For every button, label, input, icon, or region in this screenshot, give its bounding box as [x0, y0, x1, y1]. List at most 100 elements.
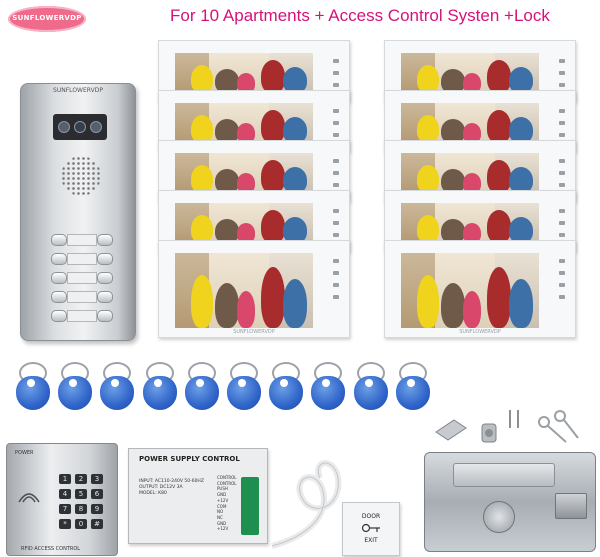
monitor-button-icon — [559, 259, 565, 263]
family-figure — [463, 223, 481, 243]
psu-terminal-label: +12V — [217, 497, 229, 503]
psu-terminal-label: CONTROL — [217, 480, 237, 486]
monitor-button-icon — [333, 109, 339, 113]
spacer — [81, 234, 91, 244]
rfid-keyfob — [394, 362, 432, 412]
keypad-key: * — [59, 519, 71, 529]
speaker-grill — [61, 156, 101, 196]
rfid-keyfob — [141, 362, 179, 412]
call-button — [97, 310, 113, 322]
lock-cylinder-icon — [481, 423, 497, 443]
lock-accessories — [435, 410, 579, 443]
keyfob-hole — [322, 379, 331, 387]
family-figure — [191, 114, 213, 143]
call-button — [51, 253, 67, 265]
keyfob-hole — [280, 379, 289, 387]
name-tag — [67, 253, 97, 265]
psu-terminal-label: CONTROL — [217, 475, 237, 480]
monitor-button-icon — [559, 295, 565, 299]
spacer — [81, 253, 91, 263]
door-station-brand: SUNFLOWERVDP — [53, 87, 103, 94]
monitor-button-icon — [333, 83, 339, 87]
monitor-brand: SUNFLOWERVDP — [459, 329, 501, 335]
key-icon — [361, 523, 380, 533]
indoor-monitor — [158, 90, 350, 152]
monitor-button-icon — [333, 209, 339, 213]
family-figure — [261, 267, 285, 328]
family-figure — [487, 210, 511, 243]
keypad-key: 9 — [91, 504, 103, 514]
electric-rim-lock — [424, 452, 596, 552]
monitor-button-icon — [333, 59, 339, 63]
name-tag — [67, 234, 97, 246]
monitor-button-icon — [333, 121, 339, 125]
keyfob-hole — [238, 379, 246, 387]
family-figure — [261, 110, 285, 143]
family-figure — [463, 73, 481, 93]
family-figure — [417, 64, 439, 93]
keyfob-hole — [195, 379, 204, 387]
monitor-button-icon — [559, 183, 565, 187]
keypad-key: 7 — [59, 504, 71, 514]
keypad-key: 2 — [75, 474, 87, 484]
keypad-key: # — [91, 519, 103, 529]
keypad-key: 6 — [91, 489, 103, 499]
keypad-key: 0 — [75, 519, 87, 529]
camera-lens-icon — [75, 122, 85, 132]
monitor-button-icon — [333, 295, 339, 299]
psu-terminal-block — [241, 477, 259, 535]
brand-logo: SUNFLOWERVDP — [8, 6, 86, 32]
family-figure — [463, 173, 481, 193]
family-figure — [441, 283, 465, 328]
psu-terminal-label: GND — [217, 492, 227, 498]
monitor-screen — [401, 103, 539, 143]
monitor-button-icon — [333, 71, 339, 75]
rfid-keyfob — [225, 362, 263, 412]
keypad-key: 3 — [91, 474, 103, 484]
rfid-keyfob — [267, 362, 305, 412]
monitor-button-icon — [559, 59, 565, 63]
family-figure — [509, 216, 533, 243]
power-cable-coil — [271, 460, 342, 549]
keypad-key: 5 — [75, 489, 87, 499]
monitor-button-icon — [559, 83, 565, 87]
family-figure — [215, 283, 239, 328]
family-figure — [487, 110, 511, 143]
family-figure — [261, 160, 285, 193]
keyfob-hole — [153, 379, 162, 387]
psu-terminal-label: NC — [217, 514, 223, 520]
family-figure — [509, 166, 533, 193]
family-figure — [261, 60, 285, 93]
monitor-button-icon — [333, 159, 339, 163]
psu-terminal-label: PUSH — [217, 486, 228, 492]
family-figure — [417, 164, 439, 193]
family-figure — [509, 116, 533, 143]
family-figure — [441, 69, 465, 93]
family-figure — [463, 291, 481, 328]
exit-button-top-label: DOOR — [361, 513, 381, 520]
monitor-button-icon — [559, 221, 565, 225]
family-figure — [441, 169, 465, 193]
monitor-button-icon — [333, 133, 339, 137]
indoor-monitor: SUNFLOWERVDP — [384, 240, 576, 338]
psu-terminal-label: NO — [217, 509, 224, 515]
monitor-screen — [401, 53, 539, 93]
keypad-key: 4 — [59, 489, 71, 499]
family-figure — [191, 64, 213, 93]
monitor-button-icon — [559, 109, 565, 113]
brand-logo-text: SUNFLOWERVDP — [12, 14, 82, 22]
family-figure — [283, 166, 307, 193]
monitor-screen — [175, 203, 313, 243]
keyfob-hole — [111, 379, 120, 387]
power-supply: POWER SUPPLY CONTROL INPUT: AC110-240V 5… — [128, 448, 268, 544]
rfid-keyfob — [352, 362, 390, 412]
family-figure — [441, 119, 465, 143]
key-icon — [538, 410, 579, 443]
family-figure — [417, 275, 439, 328]
spacer — [81, 310, 91, 320]
lock-keyhole-icon — [483, 501, 515, 533]
name-tag — [67, 272, 97, 284]
monitor-button-icon — [333, 271, 339, 275]
